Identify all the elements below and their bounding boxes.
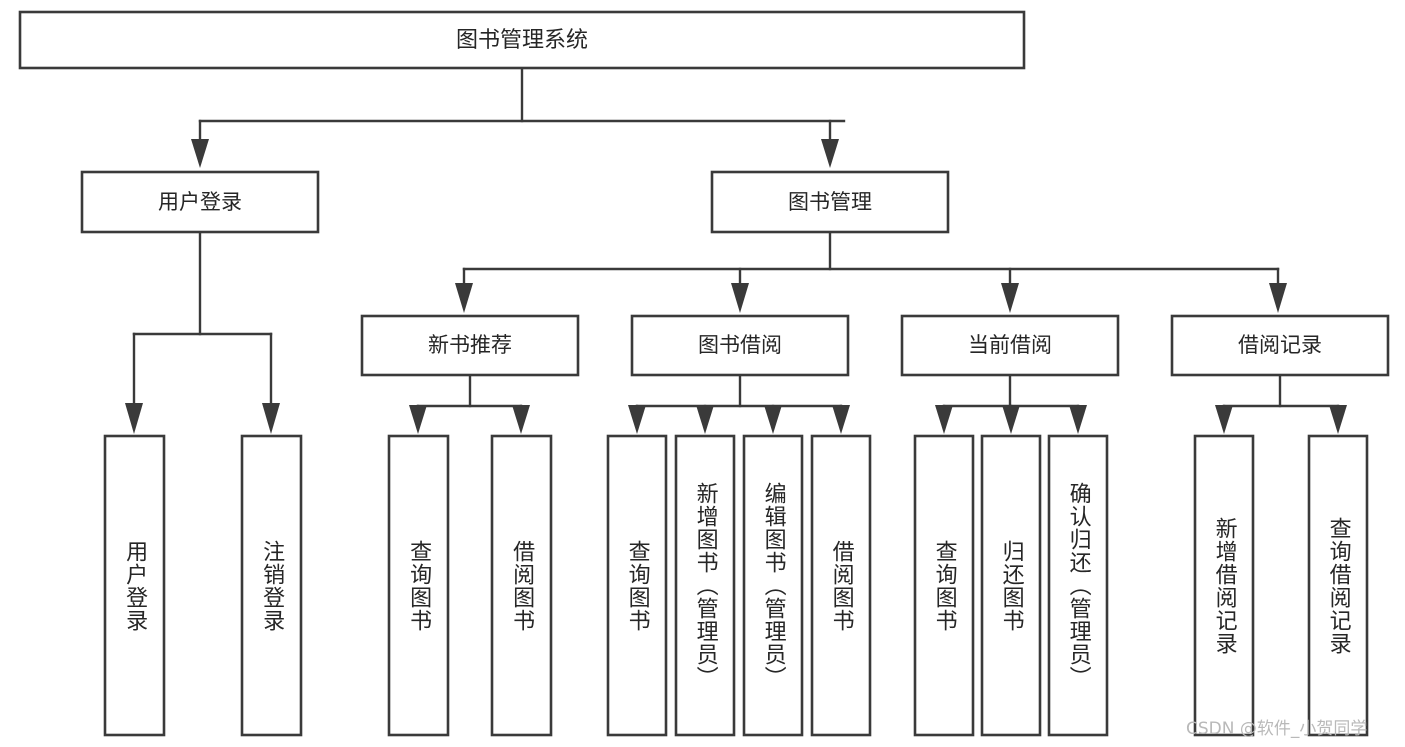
node-borrow-record-label: 借阅记录 (1238, 333, 1322, 357)
node-borrow-record[interactable]: 借阅记录 (1170, 314, 1390, 377)
connector-newbook-to-leaves (409, 374, 530, 434)
leaf-box-edit-book[interactable] (742, 434, 804, 737)
connector-bookmgmt-to-level3 (455, 231, 1287, 313)
leaf-box-user-logout[interactable] (240, 434, 303, 737)
connector-bookborrow-to-leaves (628, 374, 850, 434)
leaf-box-user-login[interactable] (103, 434, 166, 737)
node-book-management-label: 图书管理 (788, 190, 872, 214)
connector-root-to-level2 (191, 67, 846, 168)
connector-currentborrow-to-leaves (935, 374, 1087, 434)
leaf-box-add-record[interactable] (1193, 434, 1255, 737)
leaf-box-return-book[interactable] (980, 434, 1042, 737)
node-new-book-recommend-label: 新书推荐 (428, 333, 512, 357)
node-new-book-recommend[interactable]: 新书推荐 (360, 314, 580, 377)
node-book-management[interactable]: 图书管理 (710, 170, 950, 234)
connector-borrowrecord-to-leaves (1215, 374, 1347, 434)
node-root[interactable]: 图书管理系统 (18, 10, 1026, 70)
connector-userlogin-to-leaves (125, 231, 280, 434)
node-user-login-label: 用户登录 (158, 190, 242, 214)
leaf-box-borrow-book-1[interactable] (490, 434, 553, 737)
leaf-box-query-record[interactable] (1307, 434, 1369, 737)
leaf-box-borrow-book-2[interactable] (810, 434, 872, 737)
node-book-borrow[interactable]: 图书借阅 (630, 314, 850, 377)
leaf-box-add-book[interactable] (674, 434, 736, 737)
node-current-borrow-label: 当前借阅 (968, 333, 1052, 357)
node-root-label: 图书管理系统 (456, 28, 588, 53)
leaf-boxes (103, 434, 1369, 737)
leaf-box-query-book-2[interactable] (606, 434, 668, 737)
leaf-box-confirm-return[interactable] (1047, 434, 1109, 737)
leaf-box-query-book-1[interactable] (387, 434, 450, 737)
csdn-watermark: CSDN @软件_小贺同学 (1186, 719, 1368, 739)
node-user-login[interactable]: 用户登录 (80, 170, 320, 234)
leaf-box-query-book-3[interactable] (913, 434, 975, 737)
node-current-borrow[interactable]: 当前借阅 (900, 314, 1120, 377)
node-book-borrow-label: 图书借阅 (698, 333, 782, 357)
